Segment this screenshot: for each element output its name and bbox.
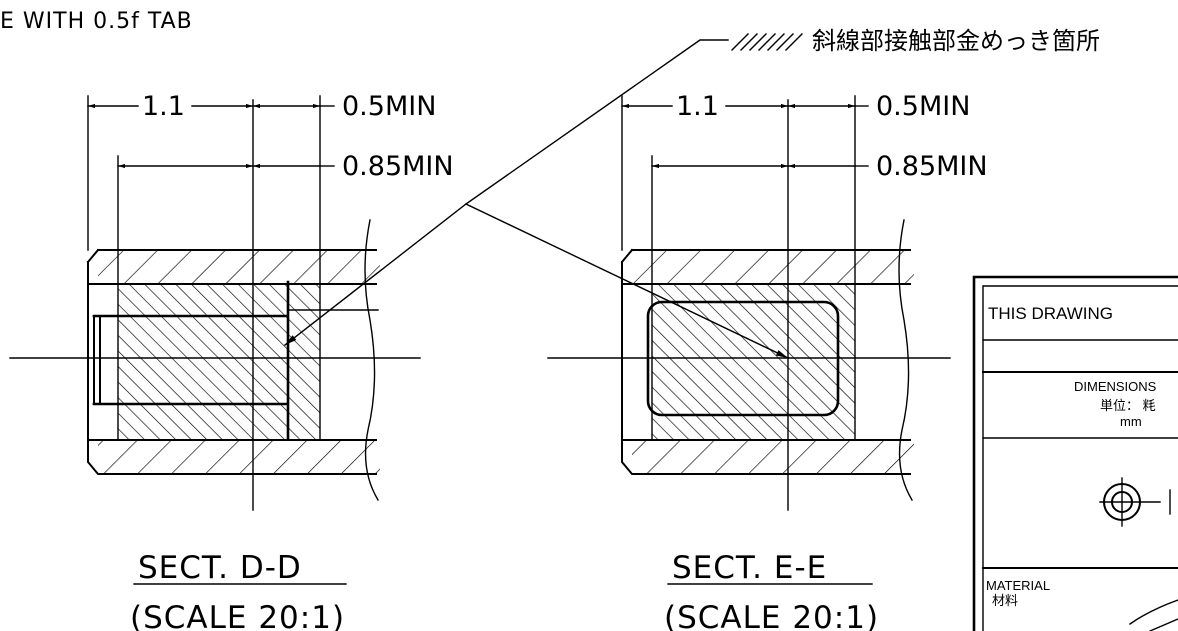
dim-0-85min-label: 0.85MIN — [342, 151, 454, 182]
title-block: THIS DRAWING DIMENSIONS 単位： 粍 mm MATERIA… — [972, 275, 1178, 631]
material-label-jp: 材料 — [992, 593, 1018, 608]
section-d-title: SECT. D-D — [138, 550, 302, 586]
section-e-title: SECT. E-E — [672, 550, 827, 586]
unit-value: mm — [1120, 414, 1142, 429]
section-e-scale: (SCALE 20:1) — [664, 600, 879, 631]
section-e-e: 1.1 0.5MIN 0.85MIN — [547, 91, 988, 511]
dimensions-label: DIMENSIONS — [1074, 379, 1157, 394]
callout-leader-line — [465, 39, 729, 205]
hatch-symbol-icon — [731, 33, 803, 51]
dim-0-5min-label: 0.5MIN — [876, 91, 970, 122]
dim-0-85min-label: 0.85MIN — [876, 151, 988, 182]
callout-text: 斜線部接触部金めっき箇所 — [812, 27, 1100, 55]
header-note: E WITH 0.5f TAB — [0, 9, 193, 34]
title-block-notice: THIS DRAWING — [988, 304, 1113, 323]
section-d-scale: (SCALE 20:1) — [130, 600, 345, 631]
dim-0-5min-label: 0.5MIN — [342, 91, 436, 122]
unit-label: 単位： 粍 — [1100, 398, 1156, 413]
section-d-d: 1.1 0.5MIN 0.85MIN — [9, 91, 454, 511]
dim-1-1-label: 1.1 — [676, 91, 719, 122]
projection-symbol-icon — [1099, 477, 1171, 527]
material-label: MATERIAL — [986, 578, 1050, 593]
dim-1-1-label: 1.1 — [142, 91, 185, 122]
